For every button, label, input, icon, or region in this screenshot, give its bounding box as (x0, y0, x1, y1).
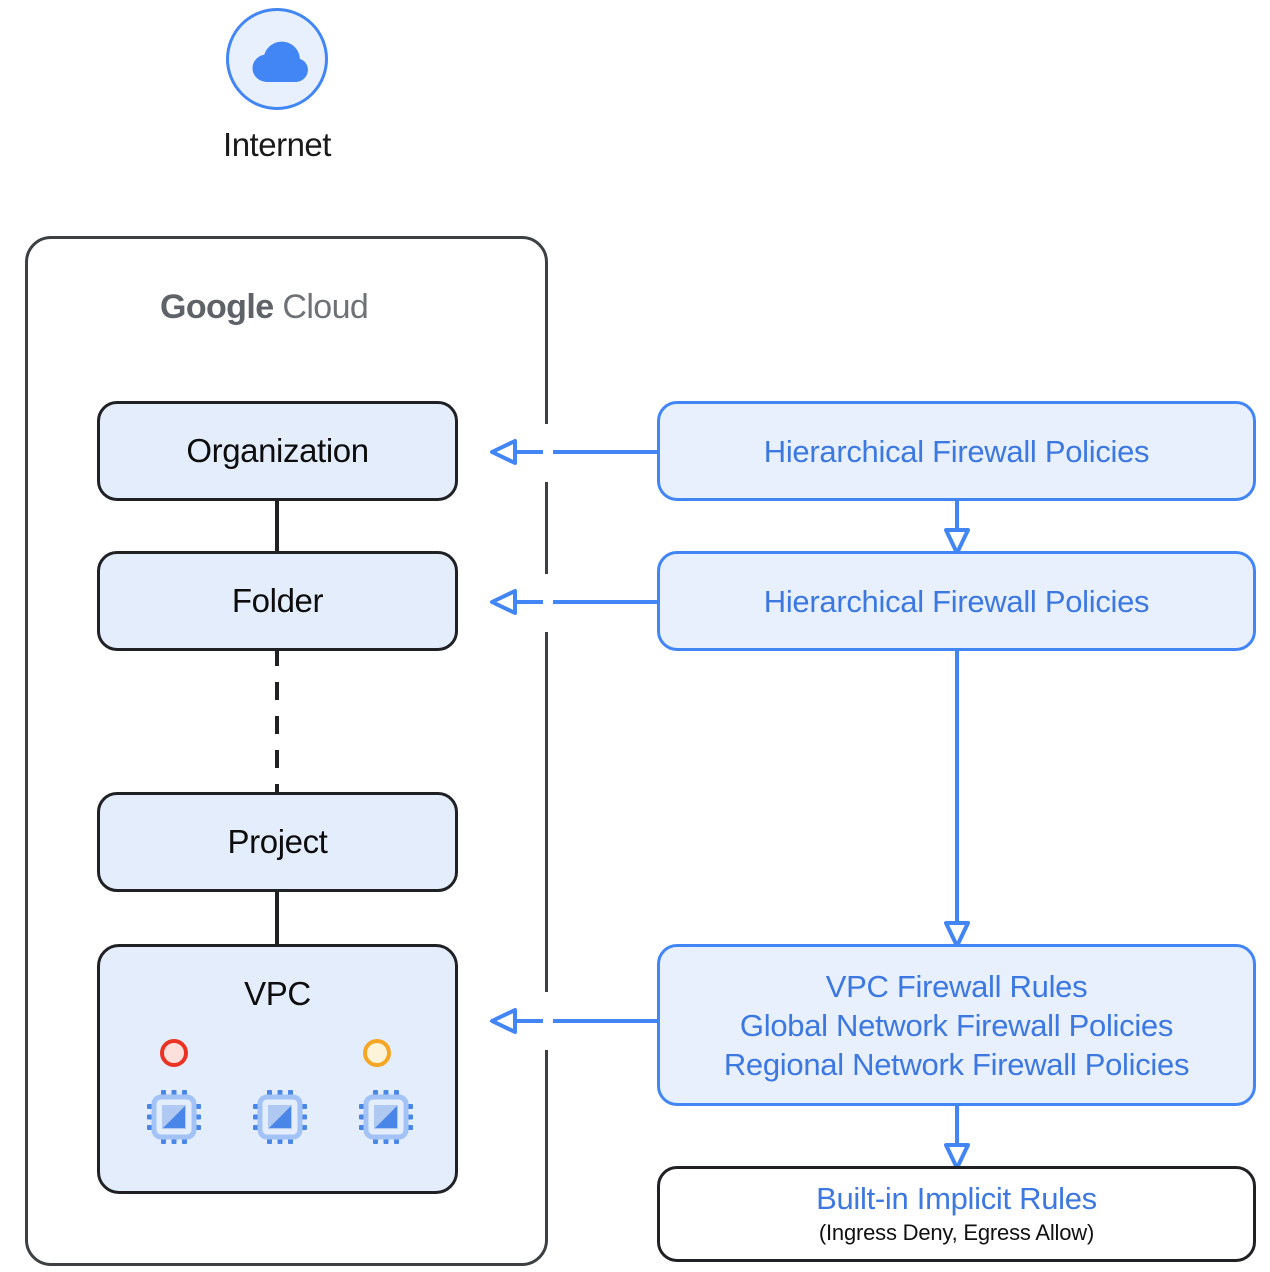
policy-line: Hierarchical Firewall Policies (763, 583, 1150, 619)
built-in-implicit-rules-box[interactable]: Built-in Implicit Rules (Ingress Deny, E… (657, 1166, 1256, 1262)
vpc-label: VPC (244, 975, 311, 1012)
internet-label: Internet (223, 126, 331, 163)
border-gap-vpc (543, 992, 553, 1050)
project-label: Project (227, 823, 328, 860)
folder-label: Folder (231, 582, 324, 619)
organization-label: Organization (186, 432, 369, 469)
folder-box[interactable]: Folder (97, 551, 458, 651)
google-cloud-logo-google: Google (160, 288, 274, 326)
internet-circle (226, 8, 328, 110)
yellow-status-dot (363, 1039, 391, 1067)
border-gap-org (543, 424, 553, 482)
border-gap-folder (543, 574, 553, 632)
hierarchical-firewall-policies-organization-box[interactable]: Hierarchical Firewall Policies (657, 401, 1256, 501)
vm-chip-icon (146, 1089, 202, 1145)
google-cloud-logo: Google Cloud (160, 288, 400, 332)
arrow-org-policy-to-folder-policy (944, 501, 970, 555)
implicit-rules-subtitle: (Ingress Deny, Egress Allow) (818, 1220, 1095, 1245)
cloud-icon (252, 41, 308, 82)
policy-line: Regional Network Firewall Policies (723, 1046, 1190, 1082)
hierarchical-firewall-policies-folder-box[interactable]: Hierarchical Firewall Policies (657, 551, 1256, 651)
connector-organization-folder (275, 498, 279, 554)
connector-project-vpc (275, 889, 279, 947)
internet-node: Internet (223, 8, 331, 188)
vpc-firewall-policies-box[interactable]: VPC Firewall Rules Global Network Firewa… (657, 944, 1256, 1106)
implicit-rules-title: Built-in Implicit Rules (816, 1181, 1097, 1216)
policy-line: VPC Firewall Rules (825, 968, 1088, 1004)
vm-chip-icon (358, 1089, 414, 1145)
vpc-box[interactable]: VPC (97, 944, 458, 1194)
connector-folder-project-dashed (275, 648, 279, 795)
policy-line: Global Network Firewall Policies (739, 1007, 1174, 1043)
arrow-folder-policy-to-vpc-policy (944, 651, 970, 948)
project-box[interactable]: Project (97, 792, 458, 892)
arrow-vpc-policy-to-implicit-rules (944, 1106, 970, 1170)
vm-chip-icon (252, 1089, 308, 1145)
google-cloud-logo-cloud: Cloud (282, 288, 369, 326)
red-status-dot (160, 1039, 188, 1067)
organization-box[interactable]: Organization (97, 401, 458, 501)
policy-line: Hierarchical Firewall Policies (763, 433, 1150, 469)
google-cloud-boundary (25, 236, 548, 1266)
